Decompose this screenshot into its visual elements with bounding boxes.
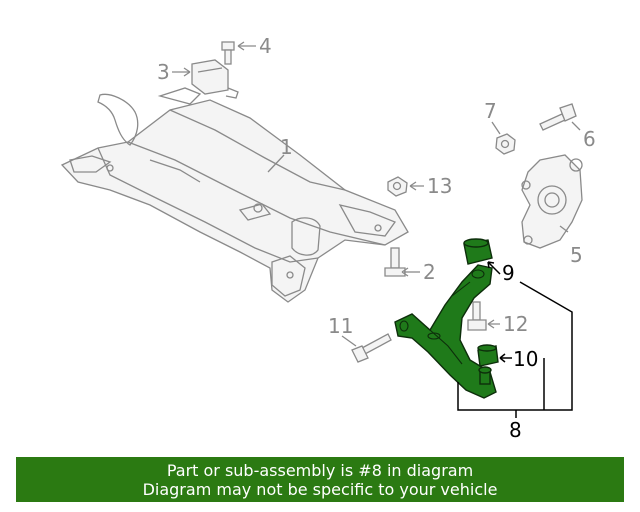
callout-10: 10: [513, 347, 538, 371]
bolt-part-2: [384, 247, 406, 277]
callout-8: 8: [509, 418, 522, 442]
part-info-banner: Part or sub-assembly is #8 in diagram Di…: [16, 457, 624, 502]
bolt-part-11: [351, 333, 392, 363]
nut-part-13: [387, 176, 408, 197]
parts-diagram: 1 2 3 4 5 6 7 8 9 10 11 12 13: [60, 34, 596, 442]
banner-line-part: Part or sub-assembly is #8 in diagram: [166, 461, 474, 480]
callout-7: 7: [484, 99, 497, 123]
grey-leader-lines: [172, 41, 581, 347]
callout-4: 4: [259, 34, 272, 58]
callout-5: 5: [570, 243, 583, 267]
callout-13: 13: [427, 174, 452, 198]
callout-6: 6: [583, 127, 596, 151]
callout-1: 1: [280, 135, 293, 159]
bushing-part-10: [477, 344, 499, 367]
bracket-part-3: [191, 59, 239, 99]
steering-knuckle-part-5: [521, 154, 583, 249]
nut-part-7: [495, 133, 516, 155]
callout-12: 12: [503, 312, 528, 336]
subframe-crossmember: [60, 87, 409, 303]
callout-11: 11: [328, 314, 353, 338]
bolt-part-12: [467, 301, 487, 331]
bolt-part-6: [539, 103, 577, 131]
control-arm-part-8: [394, 264, 497, 399]
callout-2: 2: [423, 260, 436, 284]
bolt-part-4: [221, 41, 235, 65]
banner-line-disclaimer: Diagram may not be specific to your vehi…: [142, 480, 498, 499]
callout-9: 9: [502, 261, 515, 285]
callout-3: 3: [157, 60, 170, 84]
black-leader-lines: [457, 261, 573, 418]
bushing-part-9: [463, 238, 493, 265]
